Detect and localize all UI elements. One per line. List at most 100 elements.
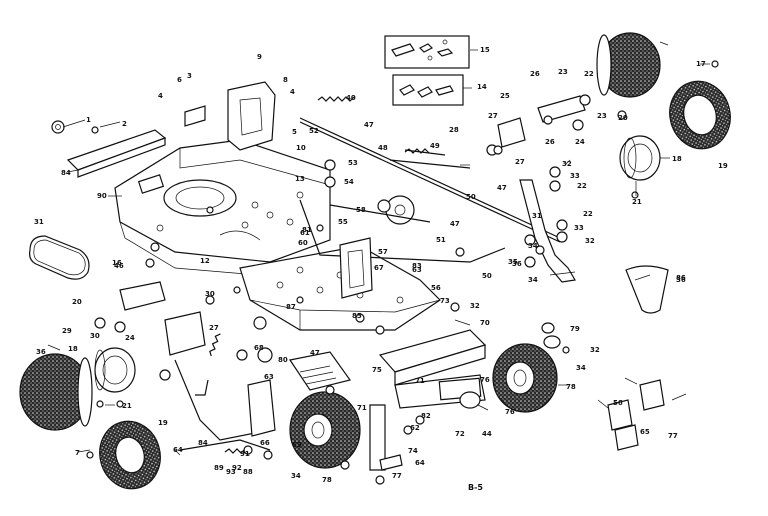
callout-9: 9 xyxy=(257,53,262,61)
hardware-kit-15 xyxy=(384,35,470,69)
callout-24b: 24 xyxy=(125,334,135,342)
callout-48: 48 xyxy=(378,144,388,152)
callout-92: 92 xyxy=(232,464,242,472)
left-brake-assembly xyxy=(119,281,352,451)
callout-50: 50 xyxy=(466,193,476,201)
callout-61: 61 xyxy=(300,229,310,237)
front-tire-center xyxy=(289,391,361,469)
callout-21b: 21 xyxy=(122,402,132,410)
callout-73: 73 xyxy=(440,297,450,305)
callout-18b: 18 xyxy=(68,345,78,353)
callout-57: 57 xyxy=(378,248,388,256)
callout-70: 70 xyxy=(480,319,490,327)
callout-36c: 36 xyxy=(676,276,686,284)
callout-35: 35 xyxy=(508,258,518,266)
pedal-linkage-right xyxy=(597,377,687,451)
callout-24: 24 xyxy=(575,138,585,146)
hardware-kit-14 xyxy=(392,74,464,106)
callout-16: 16 xyxy=(112,259,122,267)
callout-86: 86 xyxy=(676,274,686,282)
callout-63: 63 xyxy=(264,373,274,381)
callout-15: 15 xyxy=(480,46,490,54)
callout-32b: 32 xyxy=(585,237,595,245)
callout-67: 67 xyxy=(374,264,384,272)
callout-32c: 32 xyxy=(470,302,480,310)
callout-89: 89 xyxy=(214,464,224,472)
callout-63b: 63 xyxy=(412,266,422,274)
callout-34: 34 xyxy=(528,242,538,250)
front-axle xyxy=(369,329,487,471)
callout-75: 75 xyxy=(372,366,382,374)
callout-81: 81 xyxy=(302,226,312,234)
callout-12: 12 xyxy=(200,257,210,265)
front-wheel-hubs xyxy=(459,322,561,409)
callout-3: 3 xyxy=(187,72,192,80)
rear-rim-right xyxy=(619,135,661,181)
callout-34c: 34 xyxy=(291,472,301,480)
callout-62: 62 xyxy=(410,424,420,432)
callout-77b: 77 xyxy=(392,472,402,480)
hardware-fasteners xyxy=(51,60,719,485)
callout-labels: 1 2 3 4 4 5 6 7 8 9 10 12 13 14 15 16 17… xyxy=(34,46,728,484)
callout-64b: 64 xyxy=(415,459,425,467)
callout-33b: 33 xyxy=(574,224,584,232)
axle-brackets-right xyxy=(486,94,591,156)
callout-36b: 36 xyxy=(36,348,46,356)
callout-22: 22 xyxy=(584,70,594,78)
callout-60: 60 xyxy=(298,239,308,247)
callout-47: 47 xyxy=(364,121,374,129)
front-tire-right xyxy=(492,343,558,413)
callout-82: 82 xyxy=(421,412,431,420)
callout-49: 49 xyxy=(430,142,440,150)
callout-34b: 34 xyxy=(528,276,538,284)
callout-69: 69 xyxy=(292,441,302,449)
callout-27: 27 xyxy=(488,112,498,120)
callout-20b: 20 xyxy=(72,298,82,306)
rear-tire-left-inner xyxy=(99,420,161,490)
callout-80: 80 xyxy=(278,356,288,364)
callout-30: 30 xyxy=(90,332,100,340)
grip xyxy=(625,265,669,314)
callout-87: 87 xyxy=(286,303,296,311)
callout-22c: 22 xyxy=(583,210,593,218)
callout-56: 56 xyxy=(431,284,441,292)
callout-8: 8 xyxy=(283,76,288,84)
callout-84b: 84 xyxy=(198,439,208,447)
callout-10: 10 xyxy=(296,144,306,152)
callout-50b: 50 xyxy=(482,272,492,280)
callout-72: 72 xyxy=(455,430,465,438)
callout-30b: 30 xyxy=(205,290,215,298)
callout-53: 53 xyxy=(348,159,358,167)
callout-78b: 78 xyxy=(322,476,332,484)
callout-51: 51 xyxy=(436,236,446,244)
rear-tire-right xyxy=(669,80,731,150)
callout-88: 88 xyxy=(243,468,253,476)
callout-76: 76 xyxy=(480,376,490,384)
drive-belt xyxy=(29,235,90,280)
main-frame xyxy=(114,139,331,277)
callout-52: 52 xyxy=(309,127,319,135)
rear-tire-left-outer xyxy=(19,353,93,431)
callout-64: 64 xyxy=(173,446,183,454)
callout-27c: 27 xyxy=(209,324,219,332)
callout-93: 93 xyxy=(226,468,236,476)
callout-68: 68 xyxy=(254,344,264,352)
callout-29: 29 xyxy=(62,327,72,335)
callout-84: 84 xyxy=(61,169,71,177)
callout-6: 6 xyxy=(177,76,182,84)
callout-55: 55 xyxy=(338,218,348,226)
callout-47c: 47 xyxy=(450,220,460,228)
rear-wheel-top xyxy=(596,32,661,98)
callout-14: 14 xyxy=(477,83,487,91)
callout-90: 90 xyxy=(97,192,107,200)
callout-1: 1 xyxy=(86,116,91,124)
callout-56b: 56 xyxy=(613,399,623,407)
callout-58: 58 xyxy=(356,206,366,214)
callout-47d: 47 xyxy=(310,349,320,357)
callout-79: 79 xyxy=(570,325,580,333)
callout-26b: 26 xyxy=(545,138,555,146)
callout-19b: 19 xyxy=(158,419,168,427)
callout-36: 36 xyxy=(512,260,522,268)
callout-4b: 4 xyxy=(290,88,295,96)
callout-5: 5 xyxy=(292,128,297,136)
